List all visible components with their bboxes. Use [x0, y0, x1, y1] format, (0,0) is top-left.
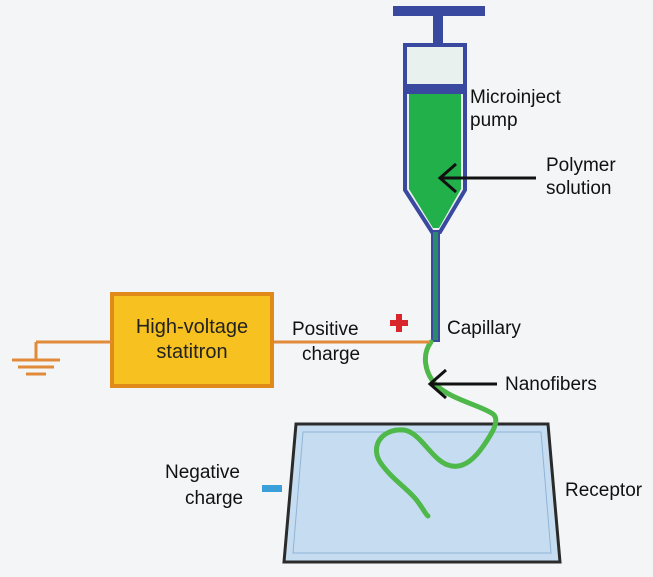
- capillary-label: Capillary: [447, 318, 521, 339]
- receptor-label: Receptor: [565, 480, 643, 501]
- hv-label-line2: statitron: [156, 341, 228, 363]
- positive-charge-label-line2: charge: [302, 344, 361, 365]
- minus-sign-icon: [262, 485, 282, 492]
- nanofibers-label: Nanofibers: [505, 374, 597, 395]
- receptor-plate: [282, 422, 562, 564]
- polymer-arrow-icon: [437, 162, 536, 194]
- polymer-solution-fill: [409, 94, 461, 228]
- plunger-handle: [393, 6, 485, 16]
- nanofibers-arrow-icon: [427, 368, 497, 400]
- capillary-inner: [433, 232, 438, 340]
- pump-label-line2: pump: [470, 110, 518, 131]
- pump-label-line1: Microinject: [470, 87, 561, 108]
- solution-label-line1: Polymer: [546, 155, 616, 176]
- plunger-head: [407, 84, 463, 94]
- high-voltage-box: [110, 292, 274, 388]
- negative-charge-label-line2: charge: [185, 488, 244, 509]
- hv-label-line1: High-voltage: [135, 316, 249, 338]
- negative-charge-label-line1: Negative: [165, 462, 240, 483]
- nanofiber-strand: [373, 339, 499, 519]
- positive-charge-label-line1: Positive: [292, 319, 359, 340]
- receptor-plate-inner: [292, 431, 552, 554]
- plus-sign-icon: [390, 314, 408, 332]
- ground-icon: [12, 358, 60, 376]
- solution-label-line2: solution: [546, 178, 612, 199]
